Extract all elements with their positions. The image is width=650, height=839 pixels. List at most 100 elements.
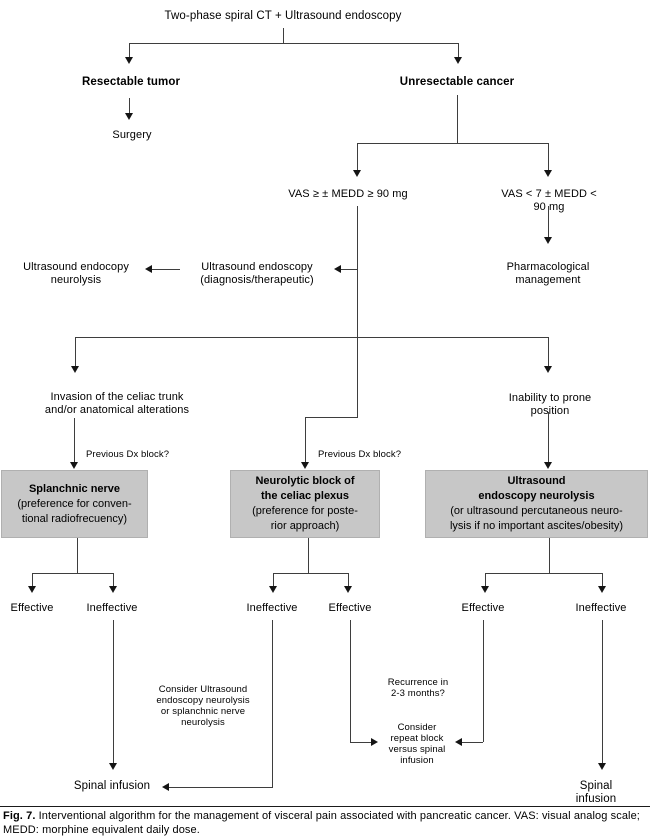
node-ultrasound-diagnostic: Ultrasound endoscopy (diagnosis/therapeu… (200, 261, 314, 286)
node-ultrasound-neurolysis: Ultrasound endocopy neurolysis (23, 261, 129, 286)
node-pharmacological-management: Pharmacological management (506, 261, 590, 286)
arrowhead-down (598, 763, 606, 770)
arrowhead-down (598, 586, 606, 593)
node-two-phase-ct: Two-phase spiral CT + Ultrasound endosco… (164, 10, 402, 22)
connector-line (75, 337, 76, 366)
connector-line (129, 98, 130, 113)
connector-line (357, 206, 358, 417)
connector-line (273, 573, 274, 586)
outcome-left-effective: Effective (10, 602, 54, 614)
connector-line (485, 573, 486, 586)
arrowhead-down (544, 462, 552, 469)
arrowhead-left (455, 738, 462, 746)
arrowhead-down (454, 57, 462, 64)
arrowhead-down (70, 462, 78, 469)
node-vas-low: VAS < 7 ± MEDD < 90 mg (501, 188, 597, 213)
arrowhead-down (301, 462, 309, 469)
caption-divider-rule (0, 806, 650, 807)
outcome-right-effective: Effective (461, 602, 505, 614)
connector-line (357, 143, 549, 144)
caption-fig-label: Fig. 7. (3, 810, 36, 822)
figure-caption: Fig. 7. Interventional algorithm for the… (3, 810, 648, 837)
box-neurolytic-block: Neurolytic block of the celiac plexus (p… (230, 470, 380, 538)
node-unresectable-cancer: Unresectable cancer (399, 76, 515, 88)
connector-line (75, 337, 549, 338)
node-surgery: Surgery (112, 129, 152, 141)
connector-line (169, 787, 273, 788)
caption-text: Interventional algorithm for the managem… (3, 810, 640, 836)
arrowhead-left (162, 783, 169, 791)
arrowhead-down (109, 586, 117, 593)
connector-line (283, 28, 284, 43)
outcome-left-ineffective: Ineffective (86, 602, 138, 614)
outcome-middle-effective: Effective (328, 602, 372, 614)
arrowhead-down (544, 237, 552, 244)
connector-line (341, 269, 357, 270)
connector-line (32, 573, 33, 586)
outcome-middle-ineffective: Ineffective (246, 602, 298, 614)
label-previous-dx-left: Previous Dx block? (86, 449, 170, 460)
arrowhead-down (109, 763, 117, 770)
box-splanchnic-nerve: Splanchnic nerve (preference for conven-… (1, 470, 148, 538)
connector-line (305, 417, 306, 462)
box-ultrasound-subtitle: (or ultrasound percutaneous neuro- lysis… (449, 505, 623, 532)
connector-line (548, 206, 549, 237)
connector-line (462, 742, 483, 743)
box-ultrasound-title: Ultrasound endoscopy neurolysis (478, 475, 595, 502)
arrowhead-left (145, 265, 152, 273)
connector-line (129, 43, 459, 44)
connector-line (129, 43, 130, 57)
arrowhead-down (344, 586, 352, 593)
node-spinal-infusion-right: Spinal infusion (575, 780, 617, 805)
connector-line (458, 43, 459, 57)
arrowhead-down (353, 170, 361, 177)
connector-line (350, 742, 371, 743)
arrowhead-down (125, 113, 133, 120)
connector-line (602, 620, 603, 763)
connector-line (272, 620, 273, 787)
note-recurrence: Recurrence in 2-3 months? (387, 677, 449, 699)
connector-line (485, 573, 602, 574)
arrowhead-down (269, 586, 277, 593)
arrowhead-left (334, 265, 341, 273)
arrowhead-down (544, 366, 552, 373)
box-splanchnic-subtitle: (preference for conven- tional radiofrec… (17, 497, 132, 525)
arrowhead-down (544, 170, 552, 177)
arrowhead-right (371, 738, 378, 746)
connector-line (32, 573, 113, 574)
node-resectable-tumor: Resectable tumor (81, 76, 181, 88)
connector-line (74, 418, 75, 462)
connector-line (77, 538, 78, 573)
connector-line (152, 269, 180, 270)
connector-line (483, 620, 484, 742)
arrowhead-down (71, 366, 79, 373)
connector-line (357, 143, 358, 170)
node-inability-prone-position: Inability to prone position (508, 392, 592, 417)
connector-line (273, 573, 348, 574)
node-spinal-infusion-left: Spinal infusion (73, 780, 151, 792)
box-neurolytic-title: Neurolytic block of the celiac plexus (255, 475, 355, 502)
node-invasion-celiac-trunk: Invasion of the celiac trunk and/or anat… (44, 391, 190, 416)
arrowhead-down (28, 586, 36, 593)
connector-line (548, 412, 549, 462)
connector-line (548, 337, 549, 366)
node-vas-high: VAS ≥ ± MEDD ≥ 90 mg (288, 188, 408, 200)
box-ultrasound-neurolysis: Ultrasound endoscopy neurolysis (or ultr… (425, 470, 648, 538)
arrowhead-down (481, 586, 489, 593)
box-splanchnic-title: Splanchnic nerve (28, 482, 121, 495)
connector-line (308, 538, 309, 573)
label-previous-dx-middle: Previous Dx block? (318, 449, 402, 460)
connector-line (350, 620, 351, 742)
note-consider-repeat-block: Consider repeat block versus spinal infu… (388, 722, 446, 766)
connector-line (549, 538, 550, 573)
box-neurolytic-subtitle: (preference for poste- rior approach) (252, 505, 358, 532)
outcome-right-ineffective: Ineffective (575, 602, 627, 614)
connector-line (305, 417, 358, 418)
connector-line (113, 573, 114, 586)
connector-line (548, 143, 549, 170)
connector-line (602, 573, 603, 586)
connector-line (113, 620, 114, 763)
note-consider-ultrasound: Consider Ultrasound endoscopy neurolysis… (156, 684, 250, 728)
connector-line (348, 573, 349, 586)
